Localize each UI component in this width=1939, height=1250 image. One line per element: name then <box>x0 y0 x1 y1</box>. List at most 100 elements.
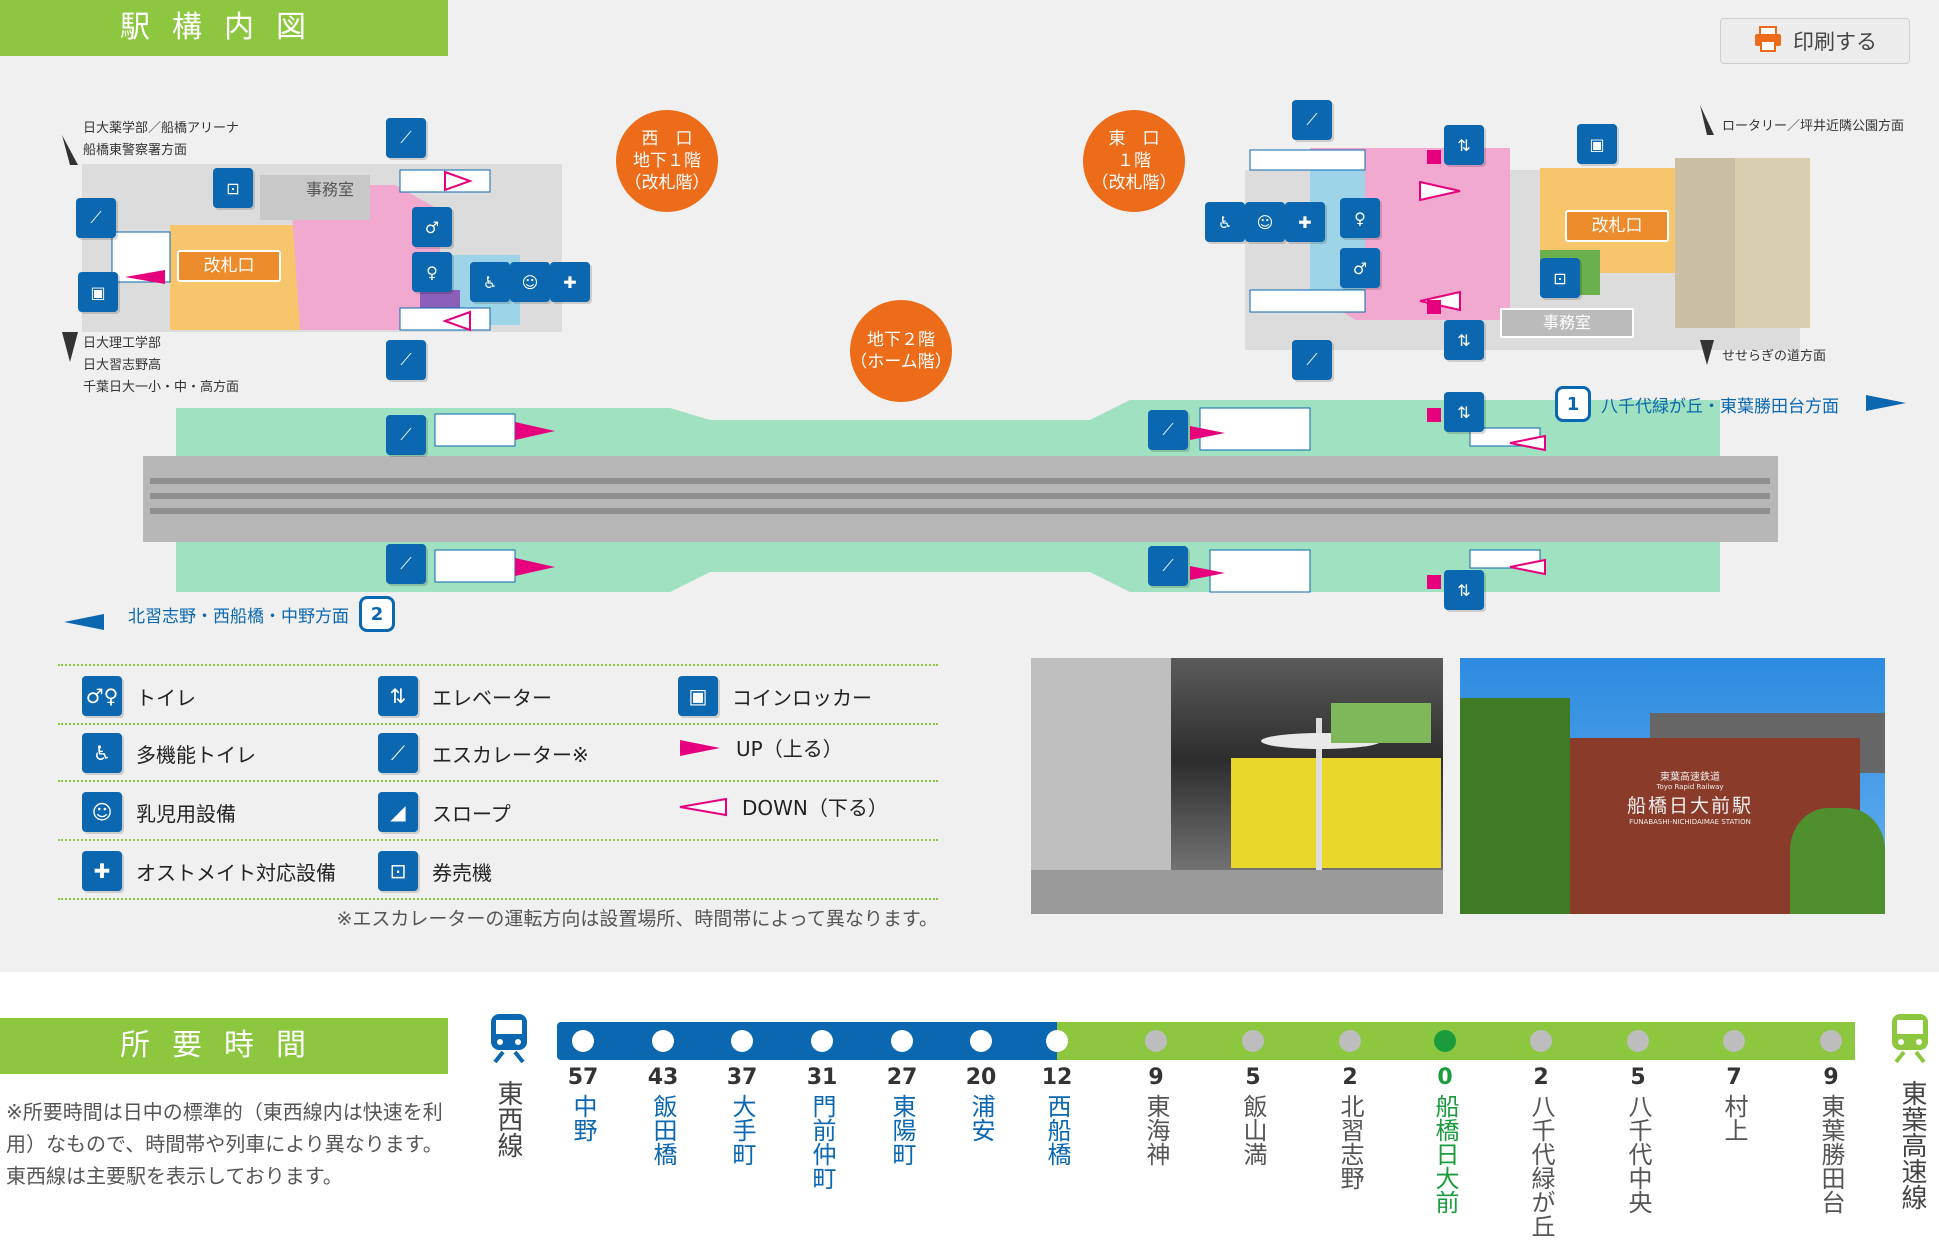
station-name: 東陽町 <box>888 1094 916 1166</box>
station-name: 大手町 <box>728 1094 756 1166</box>
station-dot <box>1820 1030 1842 1052</box>
elevator-icon: ⇅ <box>1444 125 1484 165</box>
ostomate-icon: ✚ <box>1285 202 1325 242</box>
legend-row: ♿多機能トイレ ⟋エスカレーター※ UP（上る） <box>58 723 938 782</box>
station-name: 飯田橋 <box>649 1094 677 1166</box>
ostomate-icon: ✚ <box>550 262 590 302</box>
escalator-icon: ⟋ <box>1292 340 1332 380</box>
station-item: 7 村上 <box>1714 1064 1754 1142</box>
station-dot <box>731 1030 753 1052</box>
elevator-icon: ⇅ <box>1444 320 1484 360</box>
locker-icon: ▣ <box>678 676 718 716</box>
map-title: 駅構内図 <box>0 0 448 56</box>
tozai-line-label: 東西線 <box>493 1080 523 1158</box>
station-name: 浦安 <box>967 1094 995 1142</box>
locker-icon: ▣ <box>78 272 118 312</box>
legend-locker: ▣コインロッカー <box>678 676 872 716</box>
station-minutes: 43 <box>647 1065 679 1090</box>
legend-ostomate: ✚オストメイト対応設備 <box>82 851 336 891</box>
station-name: 北習志野 <box>1336 1094 1364 1190</box>
station-dot <box>1242 1030 1264 1052</box>
legend-ticket: ⊡券売機 <box>378 851 492 891</box>
station-item: 9 東葉勝田台 <box>1811 1064 1851 1214</box>
station-name: 東葉勝田台 <box>1817 1094 1845 1214</box>
station-item: 5 飯山満 <box>1233 1064 1273 1166</box>
escalator-icon: ⟋ <box>1148 410 1188 450</box>
escalator-icon: ⟋ <box>386 415 426 455</box>
station-exterior-photo: 東葉高速鉄道 Toyo Rapid Railway 船橋日大前駅 FUNABAS… <box>1460 658 1885 914</box>
station-name: 西船橋 <box>1043 1094 1071 1166</box>
elevator-icon: ⇅ <box>1444 392 1484 432</box>
station-minutes: 7 <box>1726 1065 1742 1090</box>
station-minutes: 31 <box>806 1065 838 1090</box>
station-item: 43 飯田橋 <box>643 1064 683 1166</box>
station-item: 37 大手町 <box>722 1064 762 1166</box>
escalator-icon: ⟋ <box>1148 546 1188 586</box>
station-name: 村上 <box>1720 1094 1748 1142</box>
legend-escalator: ⟋エスカレーター※ <box>378 733 589 773</box>
ticket-machine-icon: ⊡ <box>213 168 253 208</box>
ticket-machine-icon: ⊡ <box>1540 258 1580 298</box>
station-dot <box>811 1030 833 1052</box>
toyo-line-label: 東葉高速線 <box>1897 1080 1927 1210</box>
escalator-icon: ⟋ <box>378 733 418 773</box>
platform-number: 2 <box>359 596 395 632</box>
station-name: 船橋日大前 <box>1431 1094 1459 1214</box>
platform-escalators <box>434 407 1541 593</box>
toilet-woman-icon: ♀ <box>412 252 452 292</box>
toilet-woman-icon: ♀ <box>1340 198 1380 238</box>
station-minutes: 0 <box>1437 1065 1453 1090</box>
station-dot <box>1627 1030 1649 1052</box>
station-dot <box>891 1030 913 1052</box>
station-minutes: 5 <box>1630 1065 1646 1090</box>
station-dot <box>1530 1030 1552 1052</box>
legend-row: ✚オストメイト対応設備 ⊡券売機 <box>58 841 938 900</box>
station-minutes: 9 <box>1148 1065 1164 1090</box>
locker-icon: ▣ <box>1577 124 1617 164</box>
elevator-icon: ⇅ <box>1444 570 1484 610</box>
wheelchair-icon: ♿ <box>470 262 510 302</box>
east-office-label: 事務室 <box>1500 308 1634 338</box>
legend-down: DOWN（下る） <box>678 792 888 821</box>
station-dot <box>1723 1030 1745 1052</box>
escalator-icon: ⟋ <box>386 118 426 158</box>
legend-slope: ◢スロープ <box>378 792 511 832</box>
escalator-icon: ⟋ <box>76 198 116 238</box>
station-name: 八千代中央 <box>1624 1094 1652 1214</box>
wheelchair-icon: ♿ <box>1205 202 1245 242</box>
legend-elevator: ⇅エレベーター <box>378 676 552 716</box>
legend-baby: ☺乳児用設備 <box>82 792 236 832</box>
station-minutes: 5 <box>1245 1065 1261 1090</box>
escalator-icon: ⟋ <box>386 340 426 380</box>
west-exit-badge: 西 口 地下１階 （改札階） <box>616 110 718 212</box>
down-arrow-icon <box>679 797 727 816</box>
station-item: 5 八千代中央 <box>1618 1064 1658 1214</box>
wheelchair-icon: ♿ <box>82 733 122 773</box>
station-minutes: 12 <box>1041 1065 1073 1090</box>
platform-2-direction: 北習志野・西船橋・中野方面 2 <box>128 596 395 632</box>
travel-time-note: ※所要時間は日中の標準的（東西線内は快速を利用）なもので、時間帯や列車により異な… <box>6 1100 443 1188</box>
toilet-man-icon: ♂ <box>412 207 452 247</box>
station-name: 中野 <box>569 1094 597 1142</box>
station-minutes: 2 <box>1533 1065 1549 1090</box>
platform-1-direction: 1 八千代緑が丘・東葉勝田台方面 <box>1555 386 1839 422</box>
up-arrow-icon <box>680 739 720 756</box>
station-dot <box>572 1030 594 1052</box>
ticket-machine-icon: ⊡ <box>378 851 418 891</box>
elevator-icon: ⇅ <box>378 676 418 716</box>
legend-toilet: ♂♀トイレ <box>82 676 196 716</box>
toilet-icon: ♂♀ <box>82 676 122 716</box>
station-minutes: 9 <box>1823 1065 1839 1090</box>
station-dot <box>1339 1030 1361 1052</box>
west-down-direction: 日大理工学部 日大習志野高 千葉日大一小・中・高方面 <box>83 336 240 395</box>
station-item: 57 中野 <box>563 1064 603 1142</box>
station-item: 31 門前仲町 <box>802 1064 842 1190</box>
station-name: 門前仲町 <box>808 1094 836 1190</box>
west-up-direction: 日大薬学部／船橋アリーナ 船橋東警察署方面 <box>83 121 240 158</box>
ostomate-icon: ✚ <box>82 851 122 891</box>
print-button[interactable]: 印刷する <box>1720 18 1910 64</box>
station-dot <box>1434 1030 1456 1052</box>
legend-row: ☺乳児用設備 ◢スロープ DOWN（下る） <box>58 782 938 841</box>
west-ticket-gate-label: 改札口 <box>177 250 281 282</box>
station-dot <box>1046 1030 1068 1052</box>
